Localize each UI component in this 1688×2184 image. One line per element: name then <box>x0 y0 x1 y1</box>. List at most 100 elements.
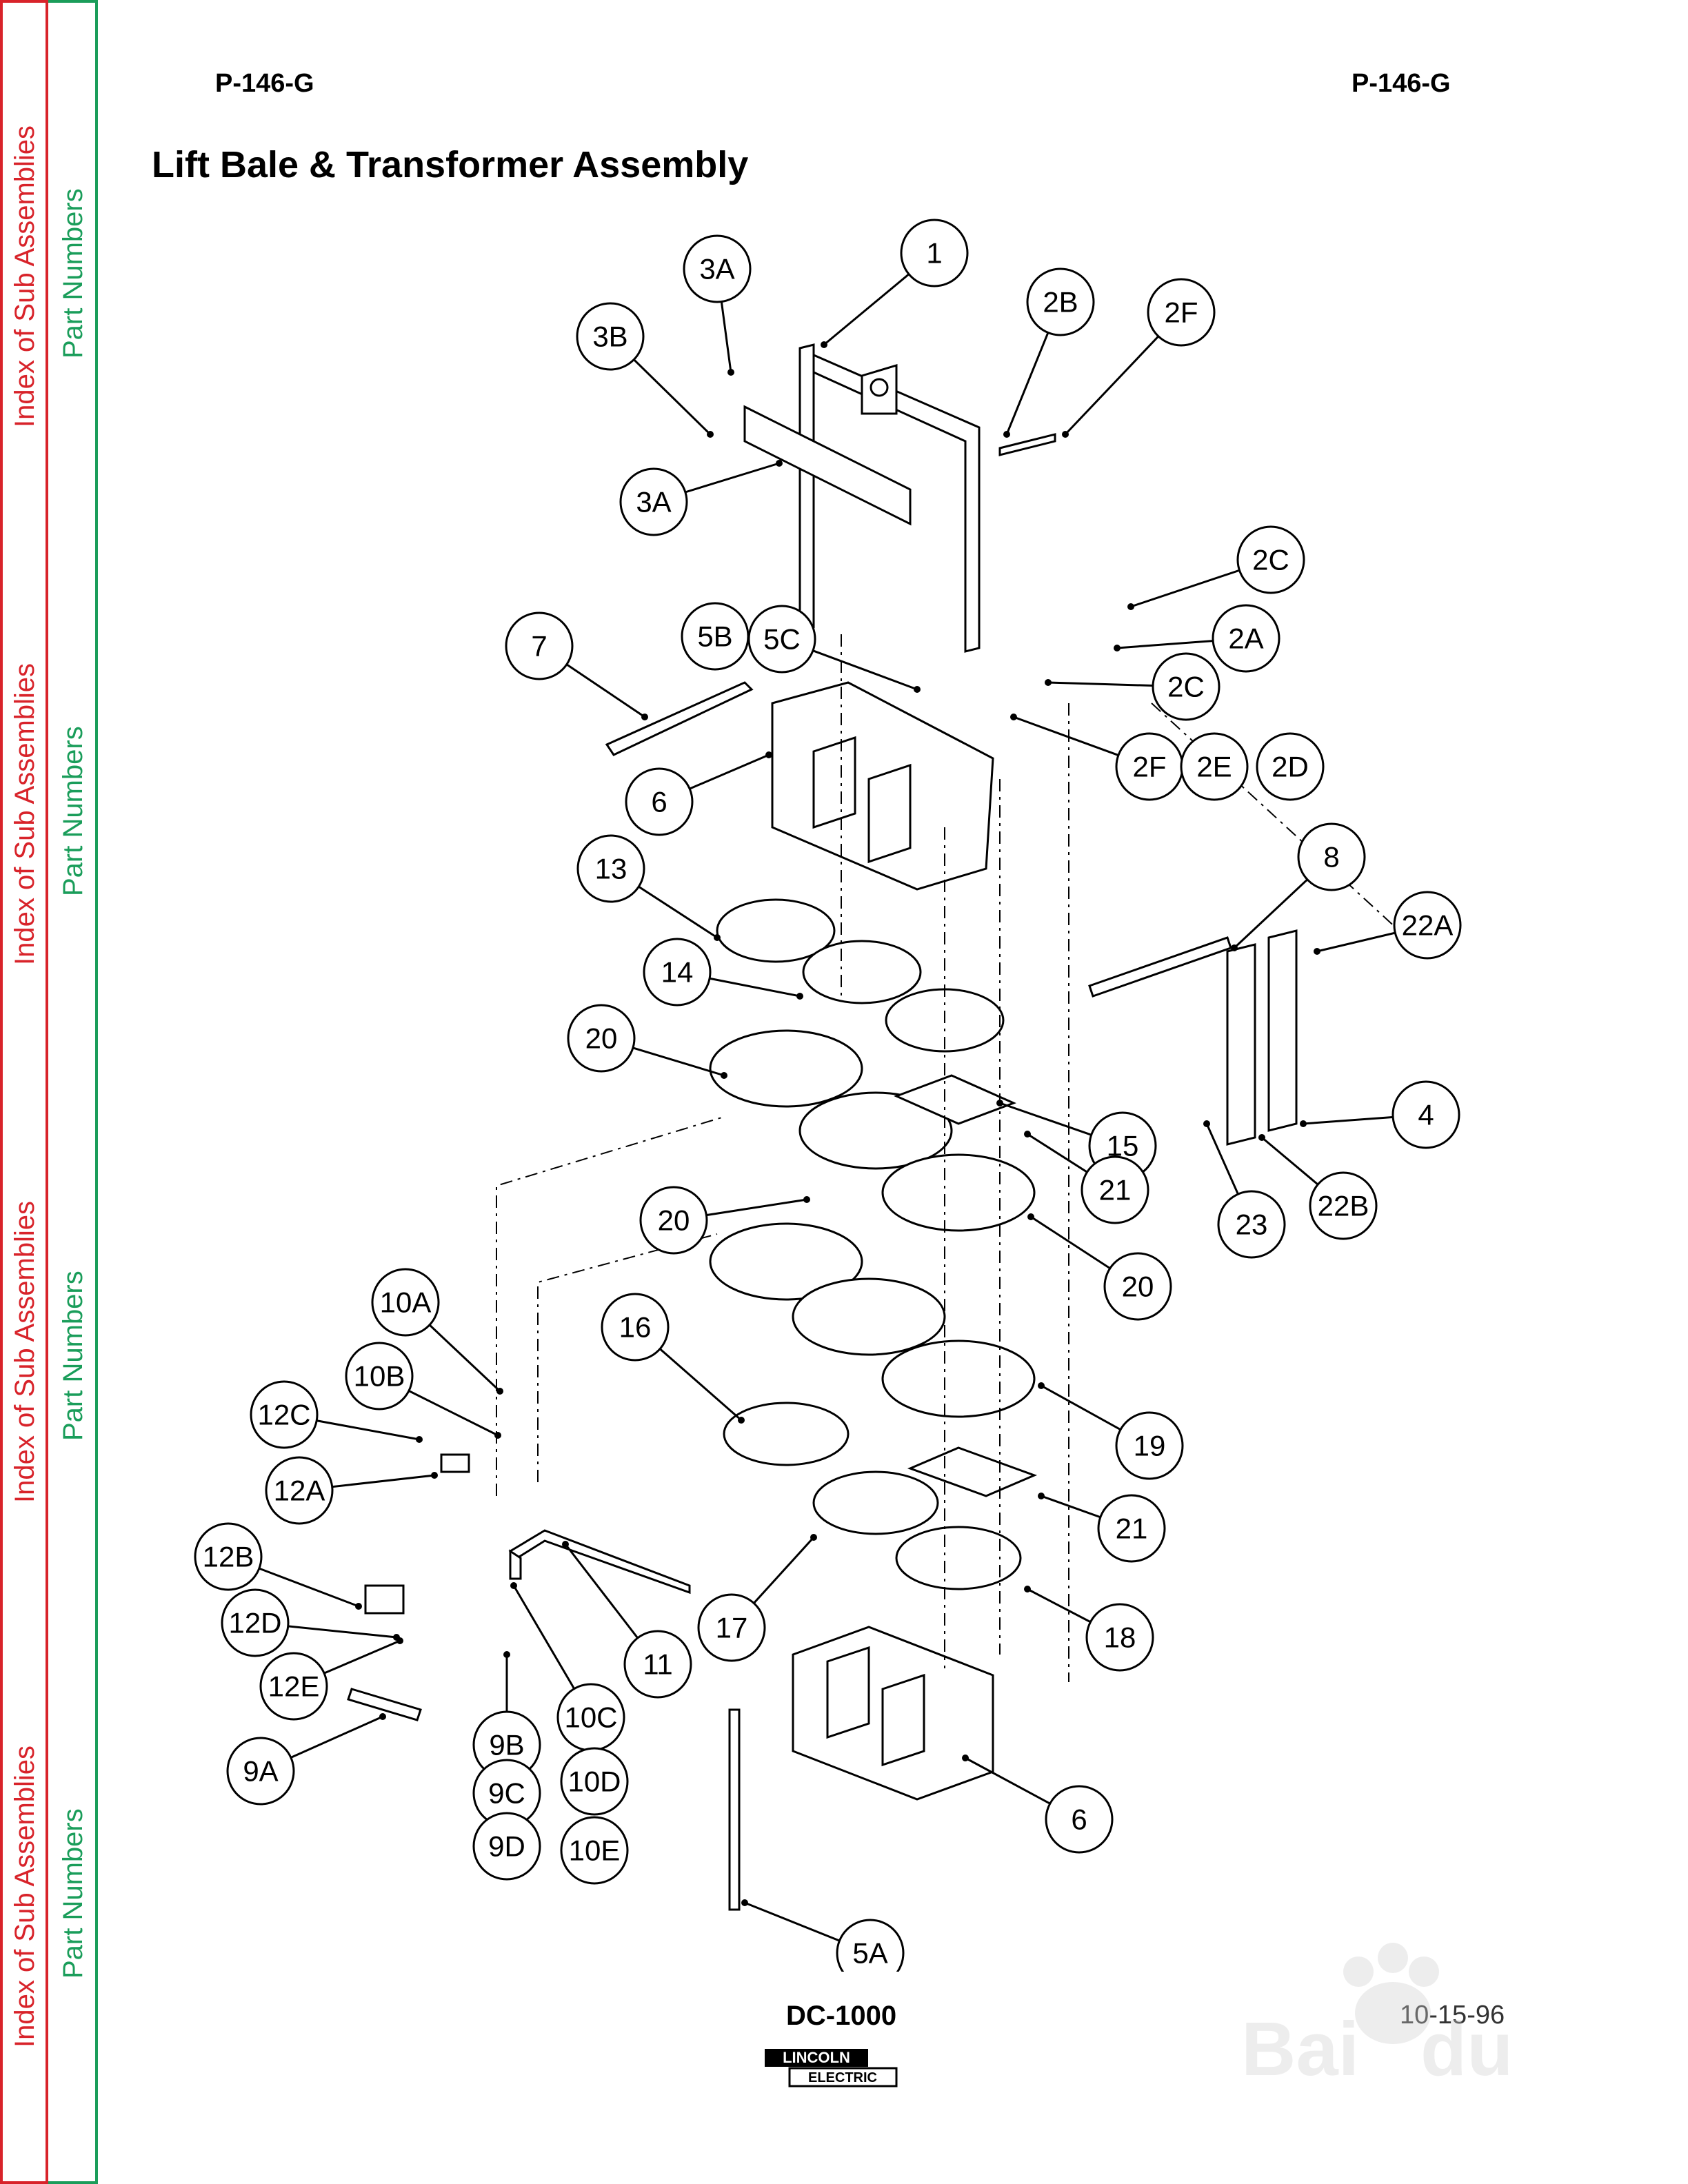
callout-label: 2E <box>1196 751 1232 783</box>
footer-date: 10-15-96 <box>1400 2001 1505 2030</box>
leader-arrowhead <box>1027 1213 1034 1220</box>
leader-arrowhead <box>431 1472 438 1479</box>
callout-2d: 2D <box>1256 732 1325 801</box>
callout-2f: 2F <box>1147 278 1216 347</box>
callout-18: 18 <box>1085 1603 1154 1672</box>
diagram-parts <box>347 343 1298 1911</box>
callout-3a: 3A <box>683 234 752 303</box>
callout-label: 9A <box>243 1755 278 1788</box>
index-of-sub-assemblies-link[interactable]: Index of Sub Assemblies <box>10 1745 40 2048</box>
callout-label: 9D <box>488 1830 525 1863</box>
callout-label: 2B <box>1043 286 1078 318</box>
sidebar-partnumbers-frame <box>48 0 98 2184</box>
sidebar-index-frame <box>0 0 48 2184</box>
leader-arrowhead <box>1300 1120 1307 1127</box>
callout-9a: 9A <box>226 1737 295 1806</box>
callout-label: 6 <box>651 786 667 818</box>
callout-label: 19 <box>1134 1430 1166 1462</box>
callout-label: 23 <box>1236 1209 1268 1241</box>
part-numbers-link[interactable]: Part Numbers <box>58 1808 88 1979</box>
svg-text:du: du <box>1420 2007 1513 2092</box>
index-of-sub-assemblies-link[interactable]: Index of Sub Assemblies <box>10 1200 40 1503</box>
leader-arrowhead <box>1038 1493 1045 1499</box>
svg-text:Bai: Bai <box>1241 2007 1359 2092</box>
callout-label: 1 <box>926 237 942 270</box>
leader-arrowhead <box>810 1534 817 1541</box>
callout-22b: 22B <box>1309 1171 1378 1240</box>
callout-12d: 12D <box>221 1588 290 1657</box>
callout-label: 18 <box>1104 1621 1136 1654</box>
leader-arrowhead <box>494 1432 501 1439</box>
leader-arrowhead <box>1024 1131 1031 1138</box>
part-numbers-link[interactable]: Part Numbers <box>58 188 88 358</box>
part-numbers-link[interactable]: Part Numbers <box>58 1271 88 1441</box>
callout-1: 1 <box>900 219 969 287</box>
callout-12a: 12A <box>265 1456 334 1525</box>
index-of-sub-assemblies-link[interactable]: Index of Sub Assemblies <box>10 663 40 965</box>
callout-label: 9C <box>488 1777 525 1810</box>
callout-label: 2C <box>1167 671 1205 703</box>
leader-arrowhead <box>727 369 734 376</box>
svg-text:ELECTRIC: ELECTRIC <box>808 2070 877 2085</box>
callout-20: 20 <box>1103 1252 1172 1321</box>
callout-label: 2D <box>1272 751 1309 783</box>
callout-label: 12D <box>228 1607 281 1639</box>
callout-21: 21 <box>1097 1494 1166 1563</box>
callout-label: 10A <box>380 1286 432 1319</box>
leader-arrowhead <box>821 341 827 348</box>
callout-label: 5A <box>852 1937 887 1970</box>
leader-arrowhead <box>803 1196 810 1203</box>
callout-11: 11 <box>623 1630 692 1699</box>
part-numbers-link[interactable]: Part Numbers <box>58 726 88 896</box>
callout-2b: 2B <box>1026 267 1095 336</box>
callout-label: 6 <box>1071 1803 1087 1836</box>
callout-20: 20 <box>639 1186 708 1255</box>
callout-4: 4 <box>1391 1080 1460 1149</box>
leader-arrowhead <box>510 1582 517 1589</box>
leader-arrowhead <box>765 751 772 758</box>
callout-label: 16 <box>619 1311 652 1344</box>
callout-2e: 2E <box>1180 732 1249 801</box>
leader-arrowhead <box>714 934 721 941</box>
leader-arrowhead <box>396 1637 403 1644</box>
callout-label: 10E <box>569 1834 621 1867</box>
leader-arrowhead <box>1045 679 1052 686</box>
leader-arrowhead <box>379 1713 386 1720</box>
leader-arrowhead <box>1010 714 1017 720</box>
callout-17: 17 <box>697 1593 766 1662</box>
callout-label: 10B <box>354 1360 405 1393</box>
callout-label: 13 <box>595 853 627 885</box>
callout-21: 21 <box>1081 1155 1149 1224</box>
callout-10b: 10B <box>345 1342 414 1410</box>
callout-label: 10C <box>564 1701 617 1734</box>
callout-label: 12A <box>274 1475 325 1507</box>
leader-arrowhead <box>707 431 714 438</box>
index-of-sub-assemblies-link[interactable]: Index of Sub Assemblies <box>10 125 40 427</box>
leader-arrowhead <box>641 714 648 720</box>
callout-8: 8 <box>1297 822 1366 891</box>
callout-14: 14 <box>643 938 712 1007</box>
callout-label: 21 <box>1099 1174 1132 1206</box>
callout-label: 2A <box>1228 623 1263 655</box>
callout-label: 2F <box>1164 296 1198 329</box>
callout-12b: 12B <box>194 1522 263 1591</box>
leader-arrowhead <box>1258 1134 1265 1141</box>
callout-3b: 3B <box>576 302 645 371</box>
callout-label: 5B <box>697 620 732 653</box>
callout-12e: 12E <box>259 1652 328 1721</box>
callout-2f: 2F <box>1115 732 1184 801</box>
callout-6: 6 <box>625 767 694 836</box>
callout-23: 23 <box>1217 1190 1286 1259</box>
callout-9c: 9C <box>472 1759 541 1828</box>
callout-10e: 10E <box>560 1816 629 1885</box>
callout-9d: 9D <box>472 1812 541 1881</box>
leader-arrowhead <box>1038 1382 1045 1389</box>
callout-10d: 10D <box>560 1747 629 1816</box>
leader-arrowhead <box>1231 944 1238 951</box>
callout-label: 8 <box>1323 841 1339 873</box>
callout-label: 4 <box>1418 1099 1434 1131</box>
callout-9b: 9B <box>472 1710 541 1779</box>
callout-label: 7 <box>531 630 547 663</box>
